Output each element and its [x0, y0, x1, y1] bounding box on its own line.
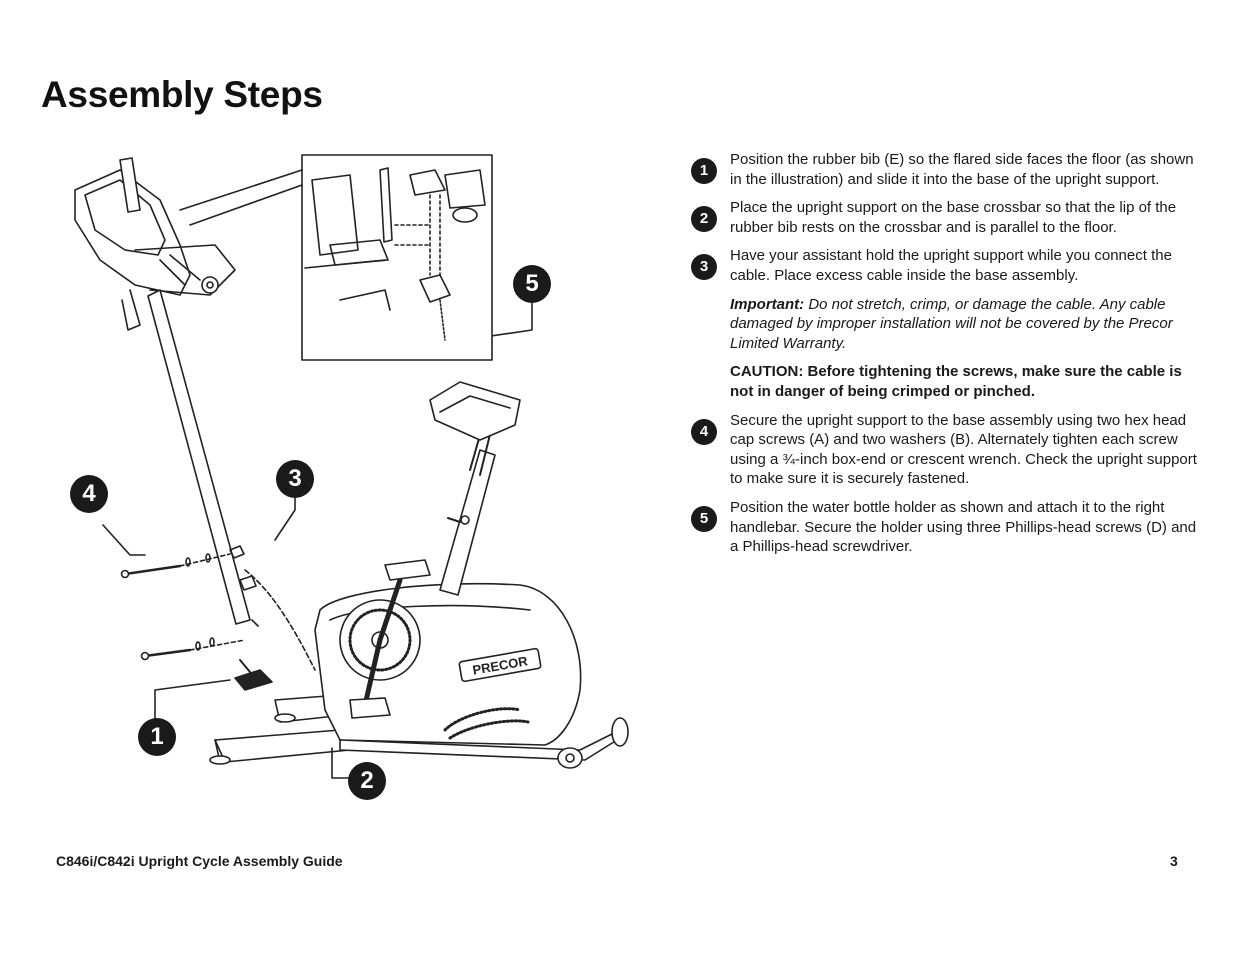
page-number: 3 [1170, 853, 1178, 869]
bike-drawing: PRECOR [74, 154, 629, 779]
step-number-badge: 2 [691, 206, 717, 233]
step-text: Position the rubber bib (E) so the flare… [730, 151, 1194, 188]
step-number-badge: 4 [691, 418, 717, 445]
important-label: Important: [730, 295, 805, 313]
step-item: 2 Place the upright support on the base … [690, 198, 1200, 237]
step-number-badge: 1 [691, 158, 717, 184]
step-number-badge: 5 [691, 505, 717, 532]
important-text: Do not stretch, crimp, or damage the cab… [730, 295, 1173, 352]
step-text: Position the water bottle holder as show… [730, 498, 1197, 556]
callout-3: 3 [276, 460, 314, 498]
callout-2: 2 [348, 762, 386, 800]
bike-assembly-illustration: PRECOR 4 3 1 2 5 [40, 150, 650, 800]
step-text: Place the upright support on the base cr… [730, 199, 1177, 236]
footer-guide-title: C846i/C842i Upright Cycle Assembly Guide [56, 853, 343, 869]
step-item: 1 Position the rubber bib (E) so the fla… [690, 150, 1200, 189]
step-number-badge: 3 [691, 254, 717, 281]
step-item: 5 Position the water bottle holder as sh… [690, 498, 1200, 557]
callout-4: 4 [70, 475, 108, 513]
step-item: 4 Secure the upright support to the base… [690, 411, 1200, 489]
caution-note: CAUTION: Before tightening the screws, m… [730, 363, 1182, 400]
assembly-steps-list: 1 Position the rubber bib (E) so the fla… [690, 150, 1200, 566]
callout-5: 5 [513, 265, 551, 303]
step-text: Secure the upright support to the base a… [730, 411, 1197, 488]
callout-1: 1 [138, 718, 176, 756]
important-note: Important: Do not stretch, crimp, or dam… [690, 295, 1200, 354]
step-item: 3 Have your assistant hold the upright s… [690, 246, 1200, 285]
step-text: Have your assistant hold the upright sup… [730, 247, 1172, 284]
page-title: Assembly Steps [41, 74, 323, 115]
